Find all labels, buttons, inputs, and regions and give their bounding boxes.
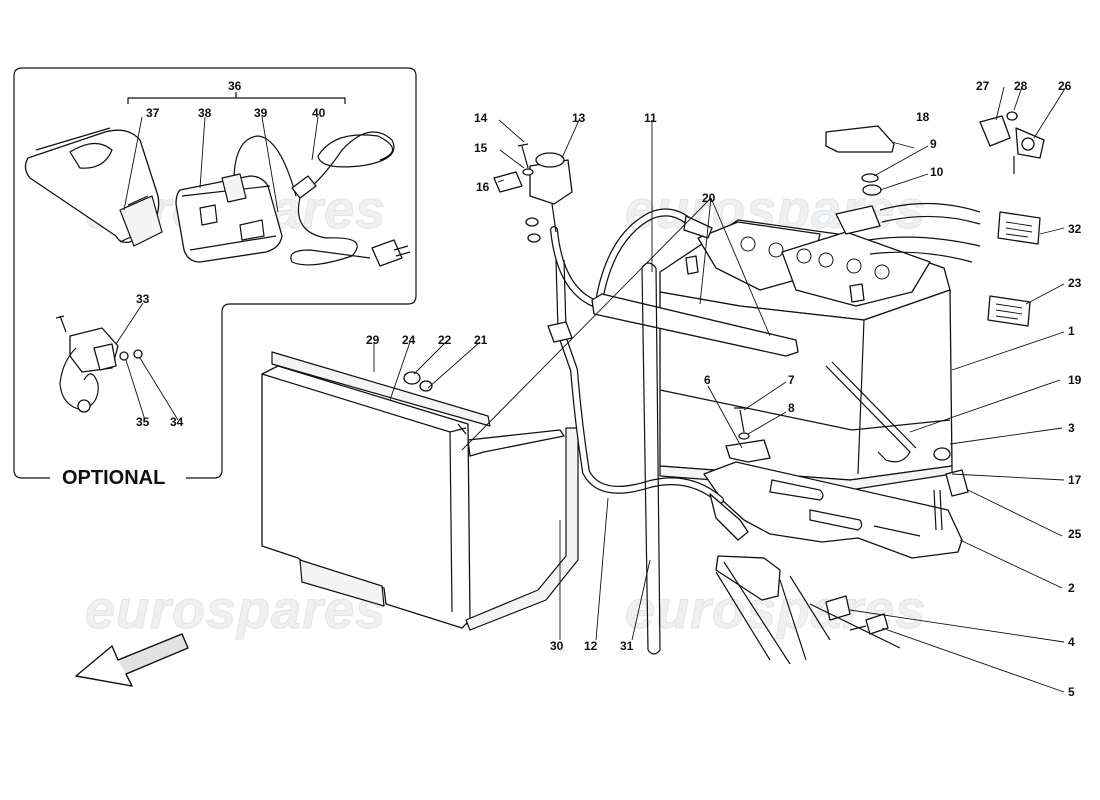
callout-24: 24: [402, 333, 416, 347]
callout-34: 34: [170, 415, 184, 429]
charger-unit: [175, 173, 283, 263]
callout-11: 11: [644, 111, 657, 125]
callout-35: 35: [136, 415, 150, 429]
callout-7: 7: [788, 373, 795, 387]
callout-40: 40: [312, 106, 326, 120]
callout-30: 30: [550, 639, 564, 653]
callout-13: 13: [572, 111, 586, 125]
group-bracket-36: [127, 92, 346, 104]
battery-tray: [703, 461, 963, 601]
callout-29: 29: [366, 333, 380, 347]
callout-17: 17: [1068, 473, 1082, 487]
callout-21: 21: [474, 333, 488, 347]
callout-3: 3: [1068, 421, 1075, 435]
callout-37: 37: [146, 106, 160, 120]
callout-18: 18: [916, 110, 930, 124]
callout-12: 12: [584, 639, 598, 653]
callout-9: 9: [930, 137, 937, 151]
callout-39: 39: [254, 106, 268, 120]
optional-label: OPTIONAL: [62, 467, 165, 489]
callout-10: 10: [930, 165, 944, 179]
chassis-lines: [715, 561, 901, 665]
callout-19: 19: [1068, 373, 1082, 387]
battery-cables: [547, 208, 917, 655]
optional-box: OPTIONAL: [13, 67, 417, 489]
callout-36: 36: [228, 79, 242, 93]
callout-31: 31: [620, 639, 634, 653]
vertical-seal: [465, 427, 579, 631]
watermark-4: eurospares: [625, 580, 926, 640]
small-hardware: [403, 111, 1045, 635]
cell-cap-icons: [740, 236, 890, 280]
callout-20: 20: [702, 191, 716, 205]
charger-pouch: [24, 127, 163, 247]
callout-23: 23: [1068, 276, 1082, 290]
callout-27: 27: [976, 79, 990, 93]
optional-bracket-assembly: [55, 315, 143, 413]
callout-26: 26: [1058, 79, 1072, 93]
callout-22: 22: [438, 333, 452, 347]
battery-cover: [261, 365, 565, 629]
callout-32: 32: [1068, 222, 1082, 236]
callout-8: 8: [788, 401, 795, 415]
callout-1: 1: [1068, 324, 1075, 338]
callout-33: 33: [136, 292, 150, 306]
charger-cables: [233, 131, 411, 267]
callout-28: 28: [1014, 79, 1028, 93]
callout-5: 5: [1068, 685, 1075, 699]
callout-14: 14: [474, 111, 488, 125]
callout-4: 4: [1068, 635, 1075, 649]
watermark-3: eurospares: [85, 580, 386, 640]
callout-6: 6: [704, 373, 711, 387]
arrow-down-left-icon: [75, 633, 189, 687]
callout-38: 38: [198, 106, 212, 120]
callout-15: 15: [474, 141, 488, 155]
callout-25: 25: [1068, 527, 1082, 541]
callout-2: 2: [1068, 581, 1075, 595]
callout-16: 16: [476, 180, 490, 194]
leader-lines: [115, 86, 1067, 693]
callout-labels: 1 2 3 4 5 6 7 8 9 10 11 12 13 14 15 16 1…: [136, 79, 1082, 699]
seal-strip: [271, 351, 491, 427]
